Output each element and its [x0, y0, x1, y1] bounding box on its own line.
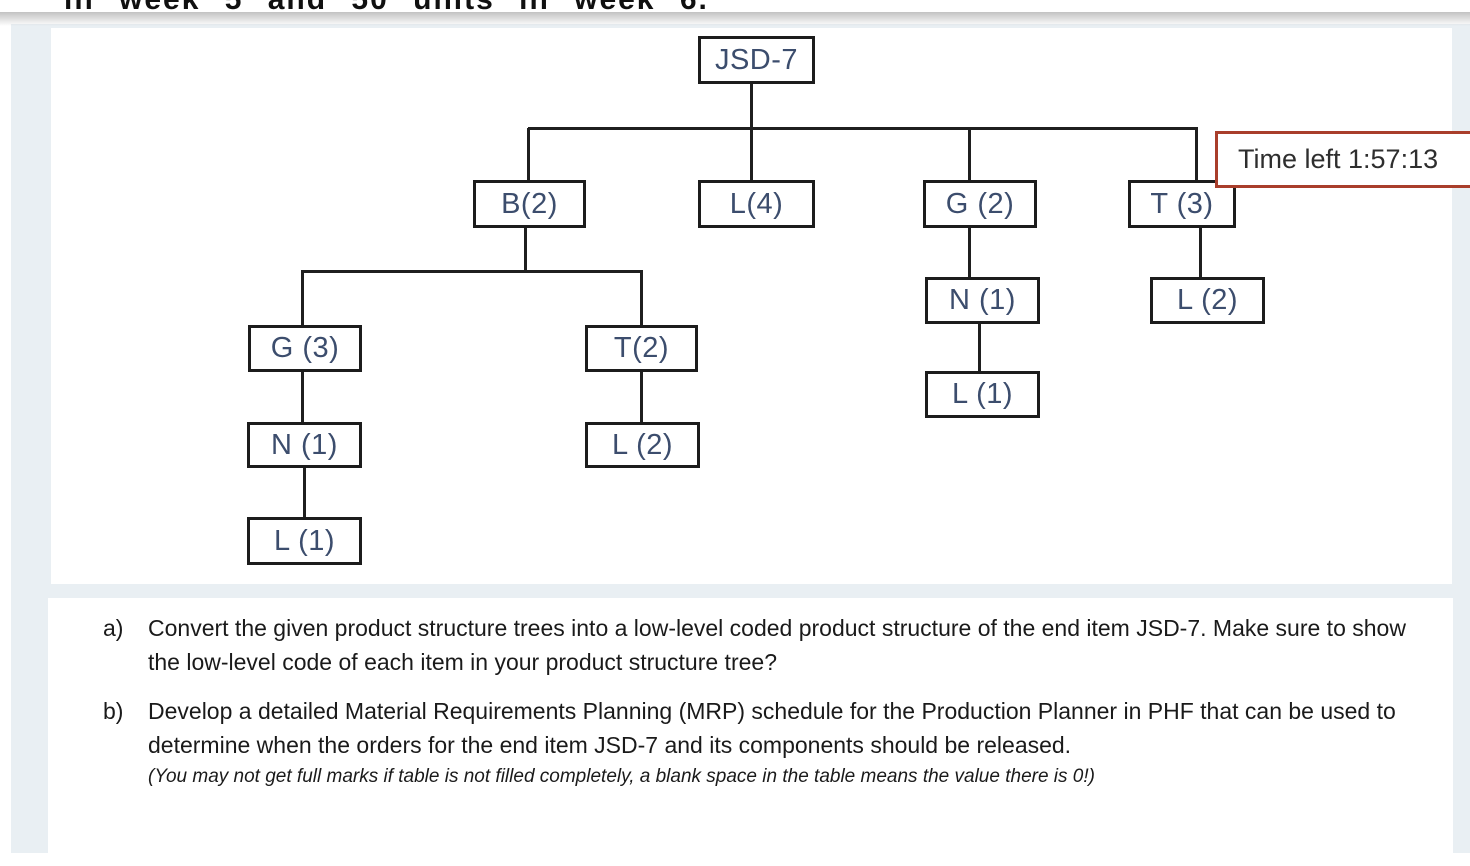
- tree-connector: [1199, 228, 1202, 277]
- tree-node-t2: T(2): [585, 325, 698, 372]
- question-list: a) Convert the given product structure tr…: [103, 611, 1425, 804]
- tree-connector: [528, 127, 1198, 130]
- tree-connector: [301, 371, 304, 422]
- question-item-b: b) Develop a detailed Material Requiremen…: [103, 694, 1425, 789]
- tree-connector: [303, 467, 306, 517]
- question-item-a: a) Convert the given product structure tr…: [103, 611, 1425, 679]
- tree-connector: [301, 270, 304, 325]
- quiz-timer: Time left 1:57:13: [1215, 131, 1470, 188]
- question-label: a): [103, 615, 124, 641]
- tree-node-g3: G (3): [248, 325, 362, 372]
- tree-node-t3: T (3): [1128, 180, 1236, 228]
- question-note: (You may not get full marks if table is …: [148, 766, 1095, 787]
- tree-connector: [968, 128, 971, 180]
- quiz-timer-label: Time left 1:57:13: [1238, 144, 1439, 174]
- tree-connector: [301, 270, 643, 273]
- question-label: b): [103, 698, 124, 724]
- tree-node-l1-mid: L (1): [925, 371, 1040, 418]
- question-text-card: [48, 598, 1453, 853]
- question-text: Develop a detailed Material Requirements…: [148, 694, 1425, 789]
- tree-connector: [968, 228, 971, 277]
- tree-connector: [527, 128, 530, 180]
- tree-node-root: JSD-7: [698, 36, 815, 84]
- question-text: Convert the given product structure tree…: [148, 615, 1406, 675]
- tree-node-l2-right: L (2): [1150, 277, 1265, 324]
- tree-connector: [640, 270, 643, 325]
- tree-node-b2: B(2): [473, 180, 586, 228]
- tree-node-l1-left: L (1): [247, 517, 362, 565]
- tree-connector: [640, 371, 643, 422]
- tree-node-g2: G (2): [923, 180, 1037, 228]
- tree-connector: [750, 128, 753, 180]
- tree-connector: [978, 323, 981, 371]
- tree-node-n1-mid: N (1): [925, 277, 1040, 324]
- tree-connector: [524, 228, 527, 272]
- scan-shadow: [0, 12, 1470, 26]
- tree-node-l2-left: L (2): [585, 422, 700, 468]
- tree-connector: [750, 84, 753, 128]
- tree-node-l4: L(4): [698, 180, 815, 228]
- tree-connector: [1195, 128, 1198, 180]
- tree-node-n1-left: N (1): [247, 422, 362, 468]
- cropped-top-text: in week 5 and 50 units in week 6.: [64, 0, 1164, 17]
